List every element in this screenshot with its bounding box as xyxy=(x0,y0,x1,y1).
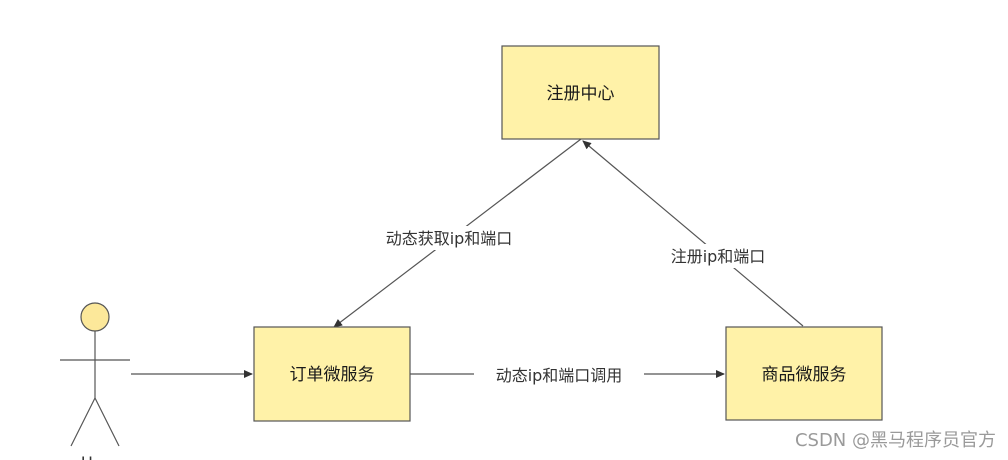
edge-label-register-ip-port-text: 注册ip和端口 xyxy=(671,247,766,266)
watermark: CSDN @黑马程序员官方 xyxy=(794,430,996,451)
node-product-service[interactable]: 商品微服务 xyxy=(725,326,883,421)
node-order-service[interactable]: 订单微服务 xyxy=(253,326,411,422)
node-product-service-label: 商品微服务 xyxy=(762,365,847,385)
actor-label: U xyxy=(81,453,93,460)
user-actor-icon[interactable] xyxy=(60,302,130,447)
edge-label-fetch-ip-port-text: 动态获取ip和端口 xyxy=(386,229,513,248)
edge-register-ip-port xyxy=(582,140,804,327)
node-registry[interactable]: 注册中心 xyxy=(501,45,660,140)
node-registry-label: 注册中心 xyxy=(547,84,615,104)
edge-label-register-ip-port: 注册ip和端口 xyxy=(654,244,782,268)
edge-label-dynamic-call-text: 动态ip和端口调用 xyxy=(496,366,623,385)
node-order-service-label: 订单微服务 xyxy=(290,365,375,385)
edge-label-fetch-ip-port: 动态获取ip和端口 xyxy=(366,226,532,250)
edge-label-dynamic-call: 动态ip和端口调用 xyxy=(474,363,644,387)
